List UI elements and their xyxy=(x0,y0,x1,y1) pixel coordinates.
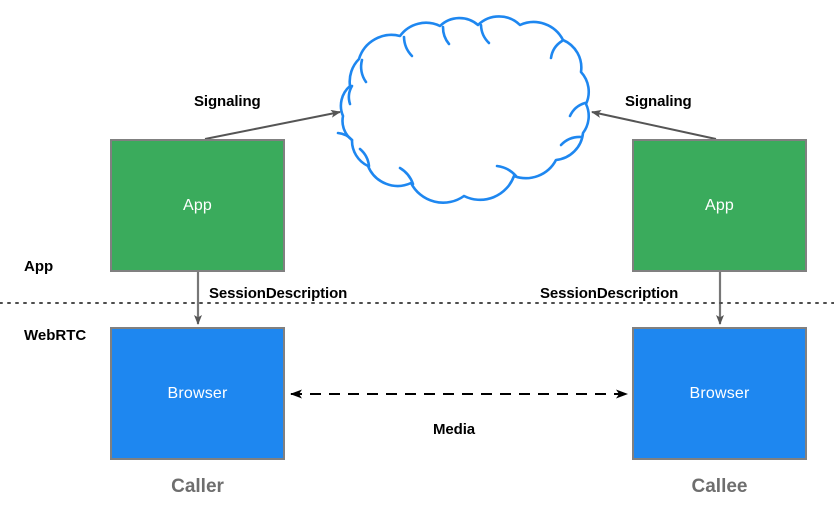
callee-browser-box[interactable]: Browser xyxy=(632,327,807,460)
caller-sdp-label: SessionDescription xyxy=(209,285,348,302)
callee-role-label: Callee xyxy=(691,476,748,497)
caller-browser-label: Browser xyxy=(167,384,228,402)
caller-role-label: Caller xyxy=(171,476,224,497)
callee-sdp-label: SessionDescription xyxy=(540,285,679,302)
caller-signaling-arrow xyxy=(204,109,341,140)
caller-app-label: App xyxy=(182,196,213,214)
callee-app-box[interactable]: App xyxy=(632,139,807,272)
app-layer-label: App xyxy=(24,258,54,275)
callee-signaling-arrow xyxy=(591,110,717,140)
signaling-cloud-icon xyxy=(336,15,591,204)
callee-app-label: App xyxy=(704,196,735,214)
callee-signaling-label: Signaling xyxy=(625,93,692,110)
caller-browser-box[interactable]: Browser xyxy=(110,327,285,460)
webrtc-layer-label: WebRTC xyxy=(24,327,87,344)
media-label: Media xyxy=(433,421,476,438)
caller-signaling-label: Signaling xyxy=(194,93,261,110)
caller-app-box[interactable]: App xyxy=(110,139,285,272)
callee-browser-label: Browser xyxy=(689,384,750,402)
